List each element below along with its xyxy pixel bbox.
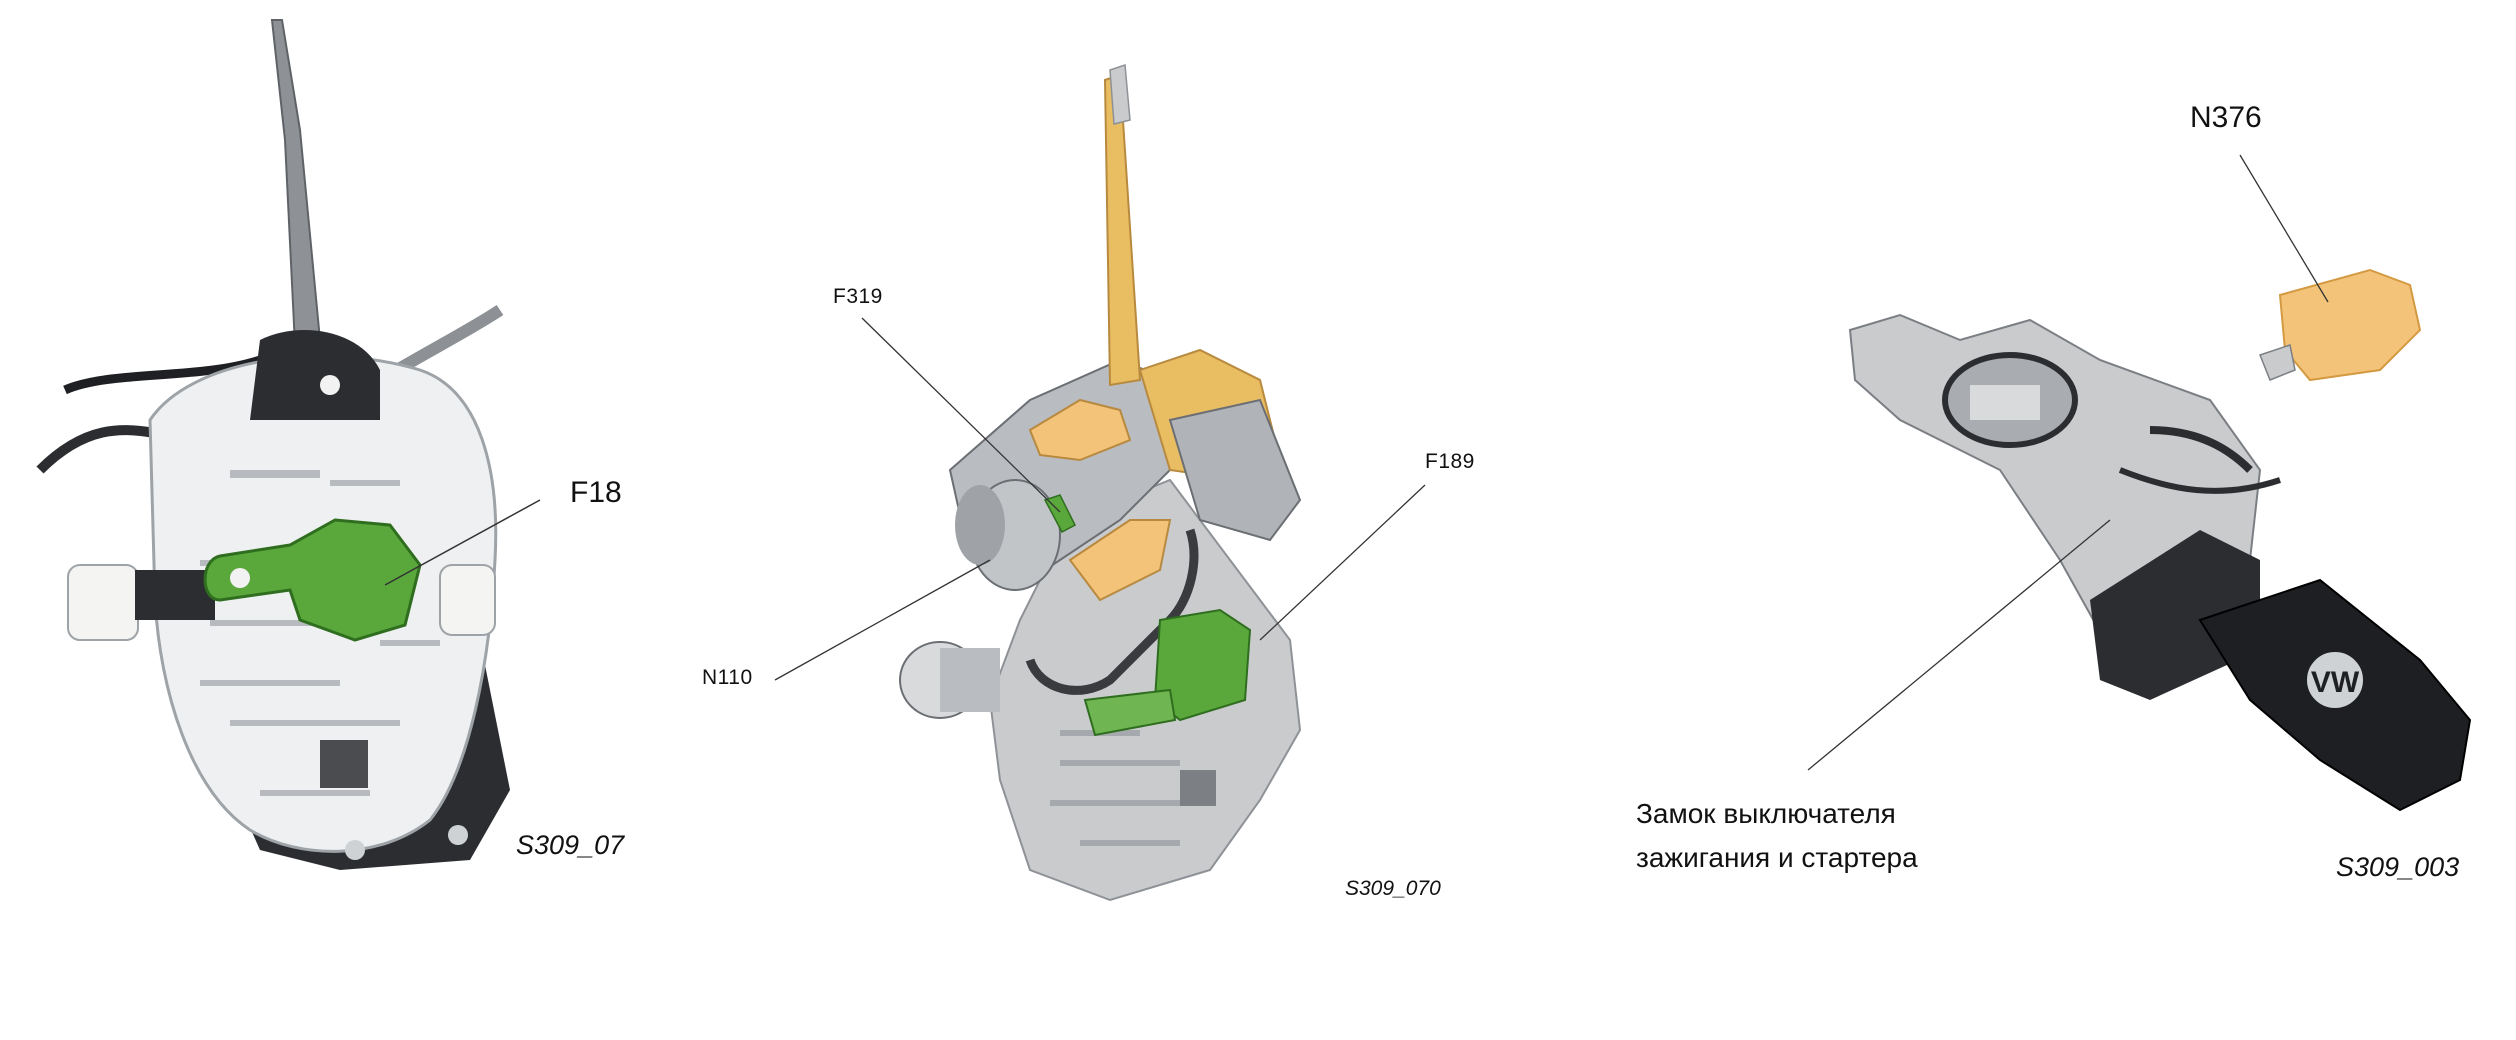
lever-head	[250, 330, 380, 420]
figure-caption-1: S309_07	[516, 830, 625, 860]
callout-ignition-lock-line-2: зажигания и стартера	[1636, 842, 1918, 873]
chip	[320, 740, 368, 788]
lock-cylinder	[2090, 530, 2260, 700]
leader-line-f189	[1259, 484, 1426, 641]
green-sensor	[203, 518, 422, 642]
cable	[1025, 528, 1199, 695]
svg-text:VW: VW	[2311, 666, 2360, 699]
leader-line-n376	[2239, 154, 2329, 303]
yellow-bracket	[1028, 398, 1132, 462]
figure-2-illustration	[774, 63, 1426, 902]
figure-caption-2: S309_070	[1345, 877, 1441, 900]
figure-1-illustration	[36, 19, 541, 870]
callout-n110: N110	[702, 666, 753, 689]
callout-f319: F319	[833, 285, 883, 308]
callout-f18: F18	[570, 476, 622, 509]
leader-line-n110	[774, 559, 991, 681]
callout-ignition-lock: Замок выключателя зажигания и стартера	[1636, 792, 1918, 880]
wire-bundle	[2149, 426, 2253, 473]
figure-caption-3: S309_003	[2336, 852, 2460, 882]
figure-3-illustration: VW	[1807, 154, 2472, 812]
leader-line-ignition-lock	[1807, 519, 2111, 771]
orange-solenoid	[2278, 268, 2422, 382]
callout-ignition-lock-line-1: Замок выключателя	[1636, 798, 1896, 829]
vw-logo	[2303, 648, 2367, 712]
lever-shaft	[270, 19, 322, 347]
callout-n376: N376	[2190, 101, 2262, 134]
side-cylinder	[67, 564, 139, 641]
leader-line-f18	[384, 499, 541, 586]
leader-line-f319	[861, 317, 1061, 513]
callout-f189: F189	[1425, 450, 1475, 473]
plate-chip	[1180, 770, 1216, 806]
